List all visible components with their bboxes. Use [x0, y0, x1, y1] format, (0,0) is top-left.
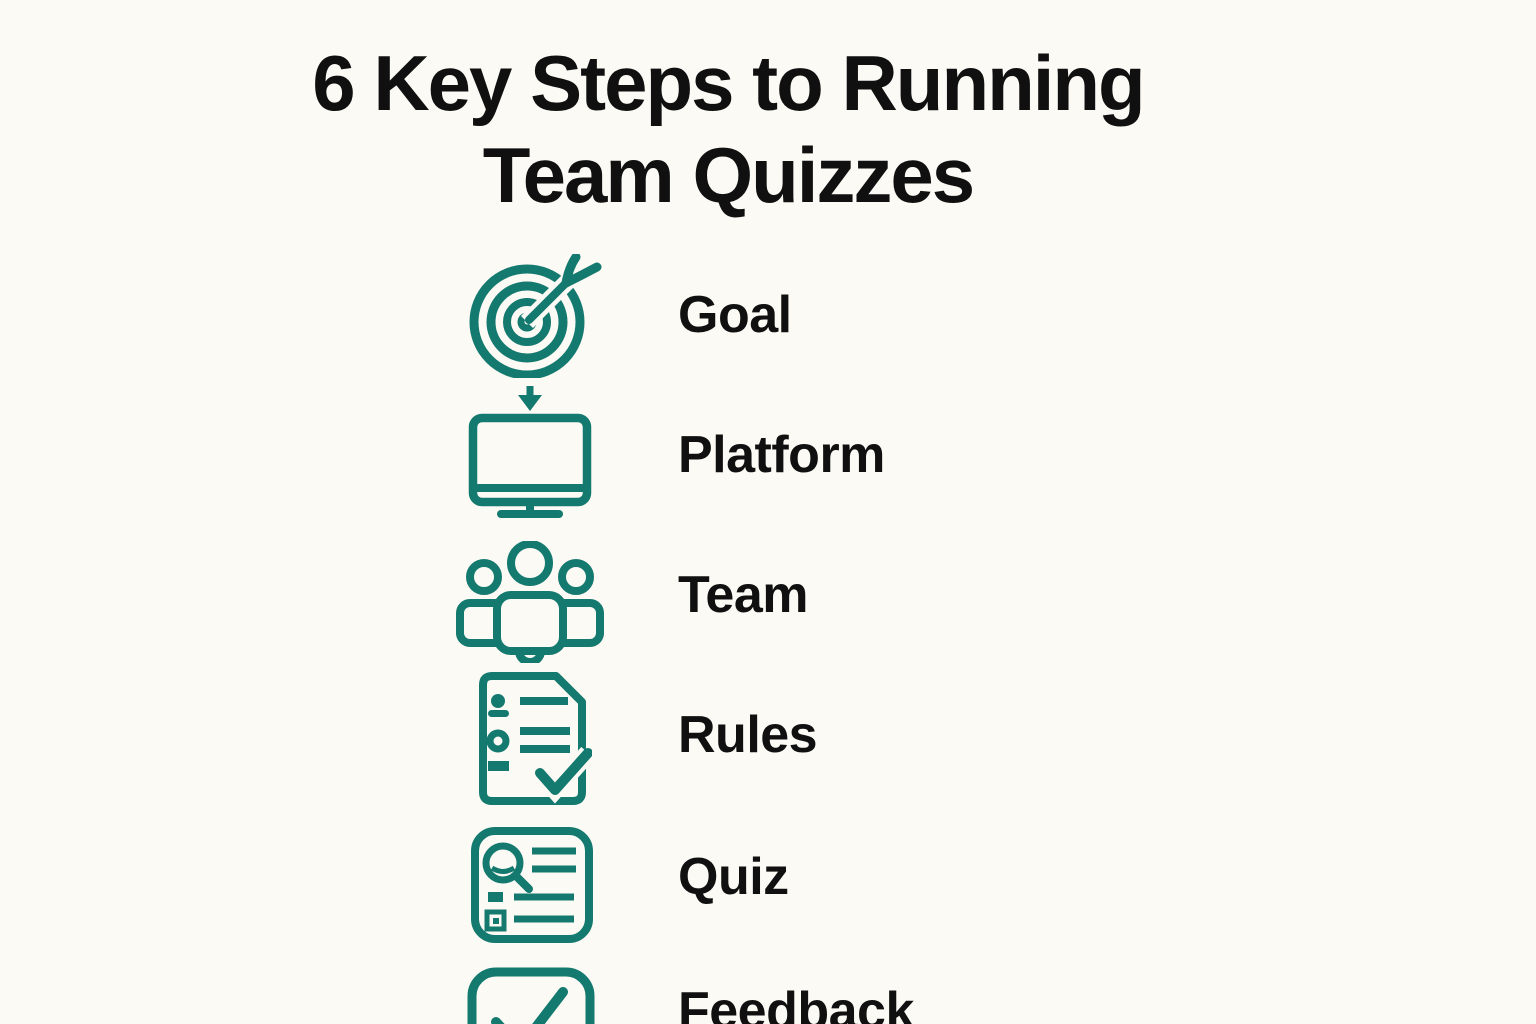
- computer-monitor-icon: [468, 413, 592, 518]
- page-title: 6 Key Steps to Running Team Quizzes: [0, 37, 1456, 221]
- quiz-card-magnifier-icon: [471, 827, 593, 943]
- step-label-platform: Platform: [678, 426, 885, 484]
- step-label-feedback: Feedback: [678, 982, 914, 1024]
- team-people-icon: [456, 541, 604, 663]
- target-dart-icon: [469, 254, 602, 378]
- step-label-team: Team: [678, 566, 808, 624]
- step-label-rules: Rules: [678, 706, 818, 764]
- rules-checklist-document-icon: [479, 672, 592, 805]
- step-label-goal: Goal: [678, 286, 792, 344]
- page-title-line1: 6 Key Steps to Running: [312, 39, 1145, 127]
- feedback-checkbox-icon: [467, 967, 595, 1024]
- step-label-quiz: Quiz: [678, 848, 789, 906]
- page-title-line2: Team Quizzes: [482, 131, 975, 219]
- down-arrow-icon: [518, 386, 542, 411]
